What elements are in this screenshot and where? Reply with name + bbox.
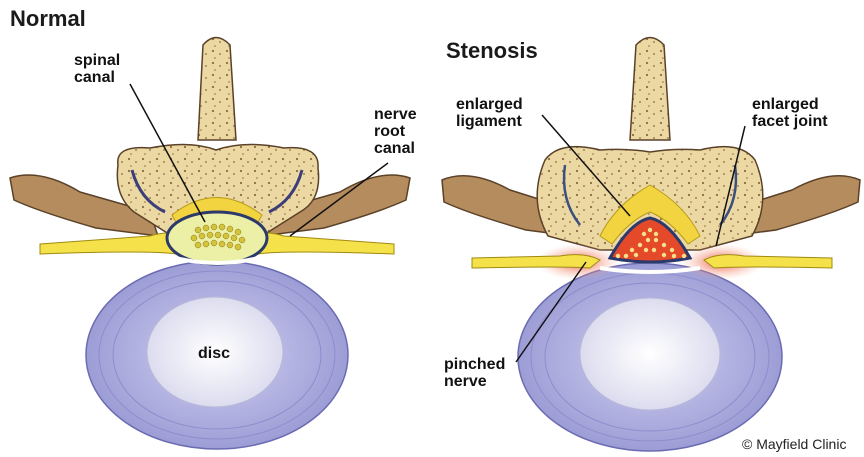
pinched-nerve-label: pinched nerve <box>444 356 505 390</box>
disc-label: disc <box>198 345 230 362</box>
normal-vertebra <box>10 38 410 450</box>
enlarged-ligament-label: enlarged ligament <box>456 96 523 130</box>
normal-title: Normal <box>10 6 86 32</box>
nerve-root-canal-label: nerve root canal <box>374 106 417 157</box>
stenosis-nerve-root-right <box>704 255 832 268</box>
stenosis-nerve-root-left <box>472 255 600 268</box>
credit-text: © Mayfield Clinic <box>742 436 846 452</box>
spinal-canal-label: spinal canal <box>74 52 120 86</box>
stenosis-disc-nucleus <box>580 298 720 410</box>
normal-spinous-process <box>198 38 236 141</box>
stenosis-spinous-process <box>630 38 670 141</box>
enlarged-facet-joint-label: enlarged facet joint <box>752 96 828 130</box>
stenosis-title: Stenosis <box>446 38 538 64</box>
